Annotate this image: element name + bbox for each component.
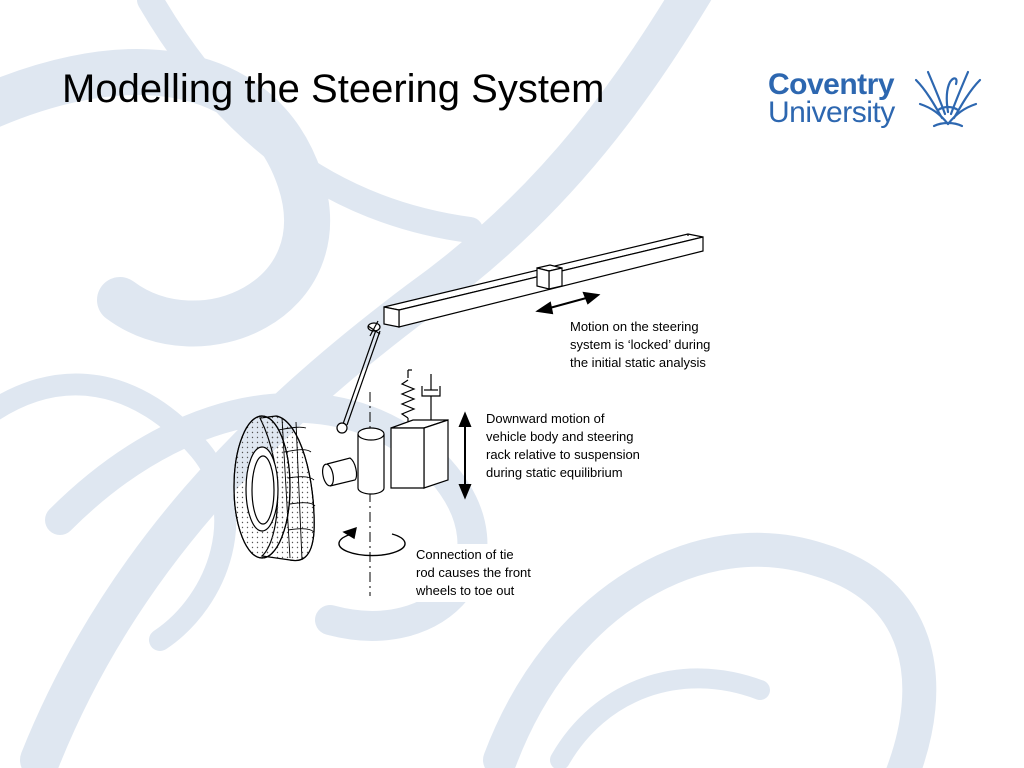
- phoenix-icon: [914, 70, 982, 128]
- stub-axle: [322, 457, 358, 487]
- kingpin-cylinder: [357, 427, 385, 495]
- suspension-spring: [400, 369, 416, 426]
- toe-rotation-arrow: [338, 526, 406, 557]
- callout-downward-motion: Downward motion of vehicle body and stee…: [482, 408, 670, 484]
- rack-motion-arrow: [535, 291, 601, 315]
- callout-steering-locked: Motion on the steering system is ‘locked…: [566, 316, 744, 374]
- wheel: [233, 415, 316, 562]
- coventry-university-logo: Coventry University: [768, 64, 988, 132]
- logo-text-university: University: [768, 96, 895, 129]
- sprung-mass-box: [390, 419, 449, 489]
- callout-tie-rod: Connection of tie rod causes the front w…: [412, 544, 560, 602]
- slide-title: Modelling the Steering System: [62, 67, 605, 111]
- tie-rod: [336, 320, 381, 434]
- logo-text-coventry: Coventry: [768, 68, 895, 101]
- suspension-damper: [421, 374, 441, 424]
- vertical-motion-arrow: [458, 411, 472, 500]
- rack-sleeve: [536, 264, 563, 290]
